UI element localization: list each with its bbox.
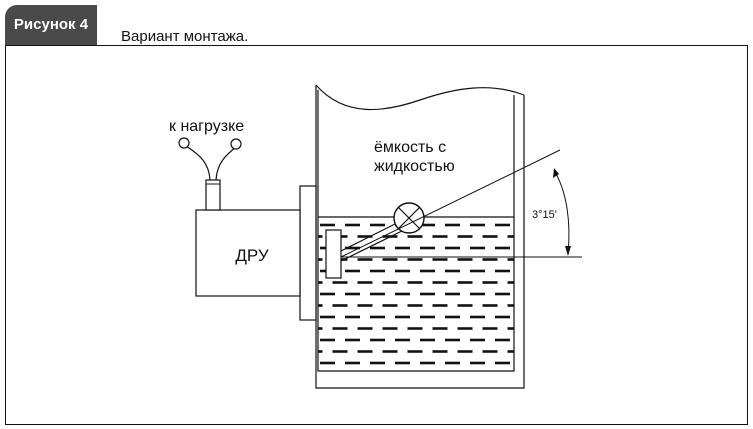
figure-number-tab: Рисунок 4 <box>5 5 97 45</box>
angle-label: 3°15' <box>532 209 557 221</box>
angle-arrow-bottom <box>565 246 571 256</box>
float-arm-upper <box>340 220 402 252</box>
load-label: к нагрузке <box>169 118 244 135</box>
load-terminal-left <box>178 137 190 149</box>
tank-label-line1: ёмкость с <box>374 139 446 156</box>
tank-break-line <box>315 84 525 111</box>
figure-frame <box>5 45 748 425</box>
angle-arc <box>553 169 570 255</box>
angle-arrow-top <box>553 168 559 178</box>
float-pivot-block <box>325 229 342 279</box>
figure-caption: Вариант монтажа. <box>121 28 249 45</box>
load-terminal-right <box>230 138 242 150</box>
load-wire-right <box>215 146 237 181</box>
sensor-body <box>195 209 301 297</box>
tank-label-line2: жидкостью <box>374 158 455 175</box>
angle-reference-inclined <box>340 149 561 258</box>
float-arm-lower <box>340 229 405 262</box>
tank-inner-wall <box>317 90 515 372</box>
tank-label-background <box>366 138 478 174</box>
mounting-flange <box>299 185 317 321</box>
sensor-label: ДРУ <box>235 246 268 265</box>
load-wire-left <box>185 145 211 181</box>
float-cross-b <box>397 206 421 230</box>
cable-gland <box>205 179 221 211</box>
